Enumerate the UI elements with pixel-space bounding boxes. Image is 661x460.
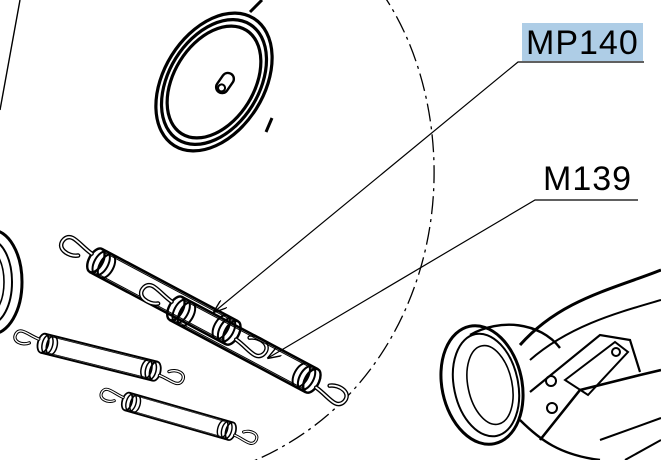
boundary-circle	[254, 0, 435, 460]
callout-text-m139: M139	[543, 160, 633, 198]
coil-end	[264, 117, 274, 133]
coil-center-key-icon	[214, 71, 236, 95]
extension-spring-4[interactable]	[97, 383, 261, 449]
callout-label-m139[interactable]: M139	[541, 161, 634, 197]
leader-line-mp140	[214, 61, 644, 312]
wire-coil-part[interactable]	[132, 0, 296, 172]
bracket-assembly[interactable]	[430, 268, 661, 460]
leader-line-left	[0, 0, 21, 111]
leader-line-m139	[268, 199, 638, 358]
callout-label-mp140[interactable]: MP140	[522, 23, 643, 61]
ring-part[interactable]	[0, 230, 24, 334]
callout-text-mp140: MP140	[526, 24, 639, 62]
extension-spring-3[interactable]	[10, 325, 188, 390]
coil-tail	[248, 0, 264, 14]
